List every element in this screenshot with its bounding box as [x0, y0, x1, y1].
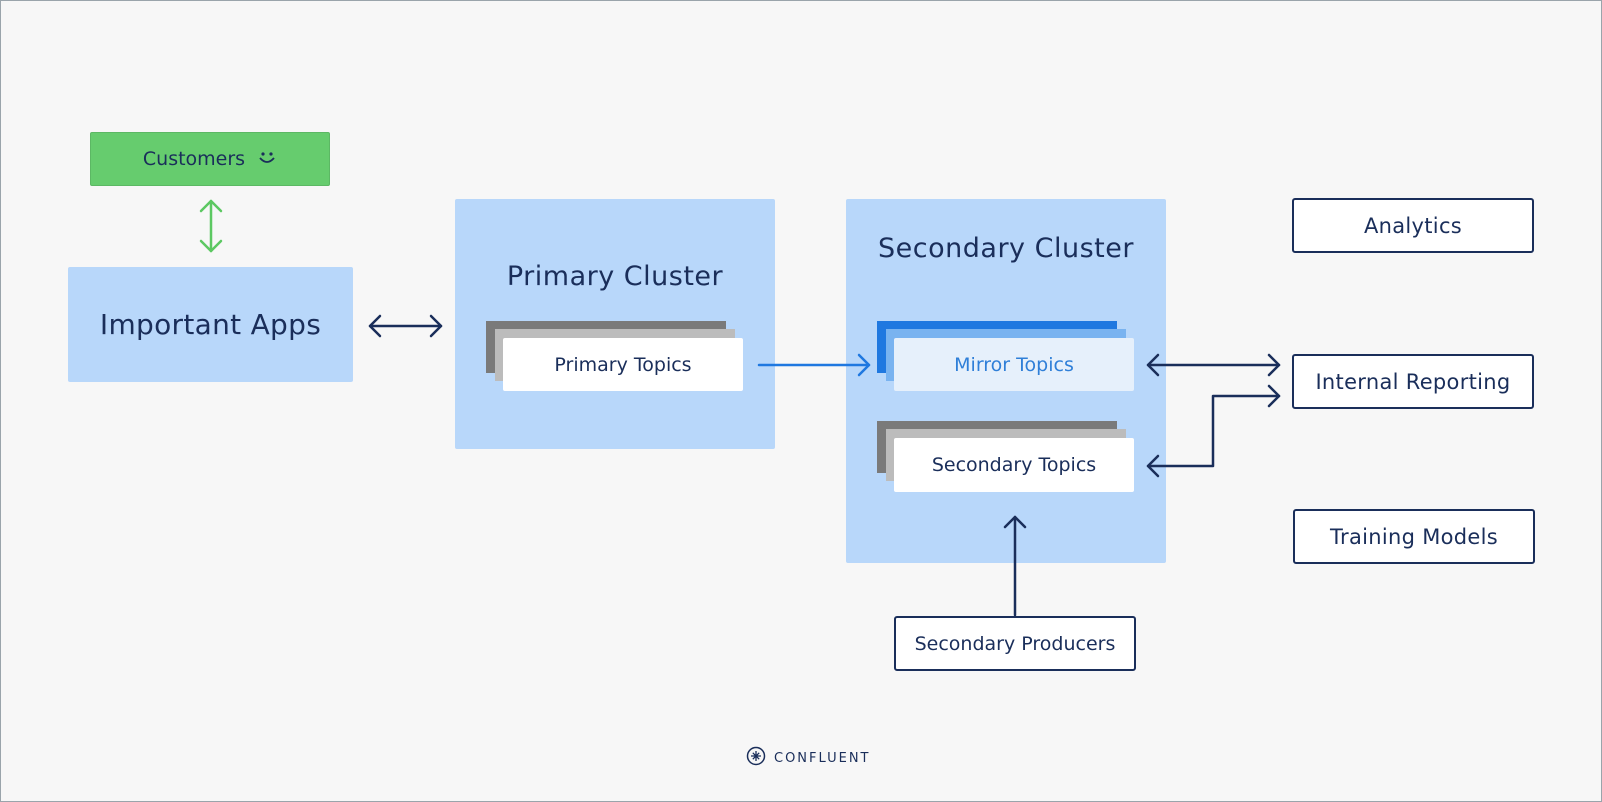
internal-reporting-node: Internal Reporting — [1292, 354, 1534, 409]
primary-topics-card: Primary Topics — [503, 338, 743, 391]
primary-cluster-title: Primary Cluster — [506, 261, 724, 292]
analytics-label: Analytics — [1363, 213, 1463, 238]
analytics-node: Analytics — [1292, 198, 1534, 253]
mirror-topics-label: Mirror Topics — [954, 353, 1074, 376]
mirror-reporting-arrow — [1146, 353, 1281, 377]
customers-label: Customers — [142, 148, 246, 170]
confluent-logo-icon — [746, 746, 766, 770]
confluent-logo-text: CONFLUENT — [774, 750, 871, 766]
customers-node: Customers — [90, 132, 330, 186]
important-apps-label: Important Apps — [99, 308, 322, 341]
smiley-icon — [257, 148, 277, 170]
secondary-producers-label: Secondary Producers — [914, 632, 1116, 655]
secondary-producers-node: Secondary Producers — [894, 616, 1136, 671]
secondary-cluster-title: Secondary Cluster — [878, 233, 1134, 264]
important-apps-node: Important Apps — [68, 267, 353, 382]
training-models-node: Training Models — [1293, 509, 1535, 564]
primary-topics-label: Primary Topics — [554, 353, 692, 376]
producers-secondary-arrow — [1003, 515, 1027, 617]
primary-mirror-arrow — [757, 353, 871, 377]
internal-reporting-label: Internal Reporting — [1315, 369, 1511, 394]
confluent-logo: CONFLUENT — [746, 746, 871, 770]
training-models-label: Training Models — [1329, 524, 1499, 549]
secondary-reporting-arrow — [1146, 384, 1281, 478]
secondary-topics-card: Secondary Topics — [894, 438, 1134, 492]
mirror-topics-card: Mirror Topics — [894, 338, 1134, 391]
secondary-topics-label: Secondary Topics — [931, 454, 1097, 476]
customers-apps-arrow — [199, 199, 223, 253]
apps-primary-arrow — [368, 314, 443, 338]
